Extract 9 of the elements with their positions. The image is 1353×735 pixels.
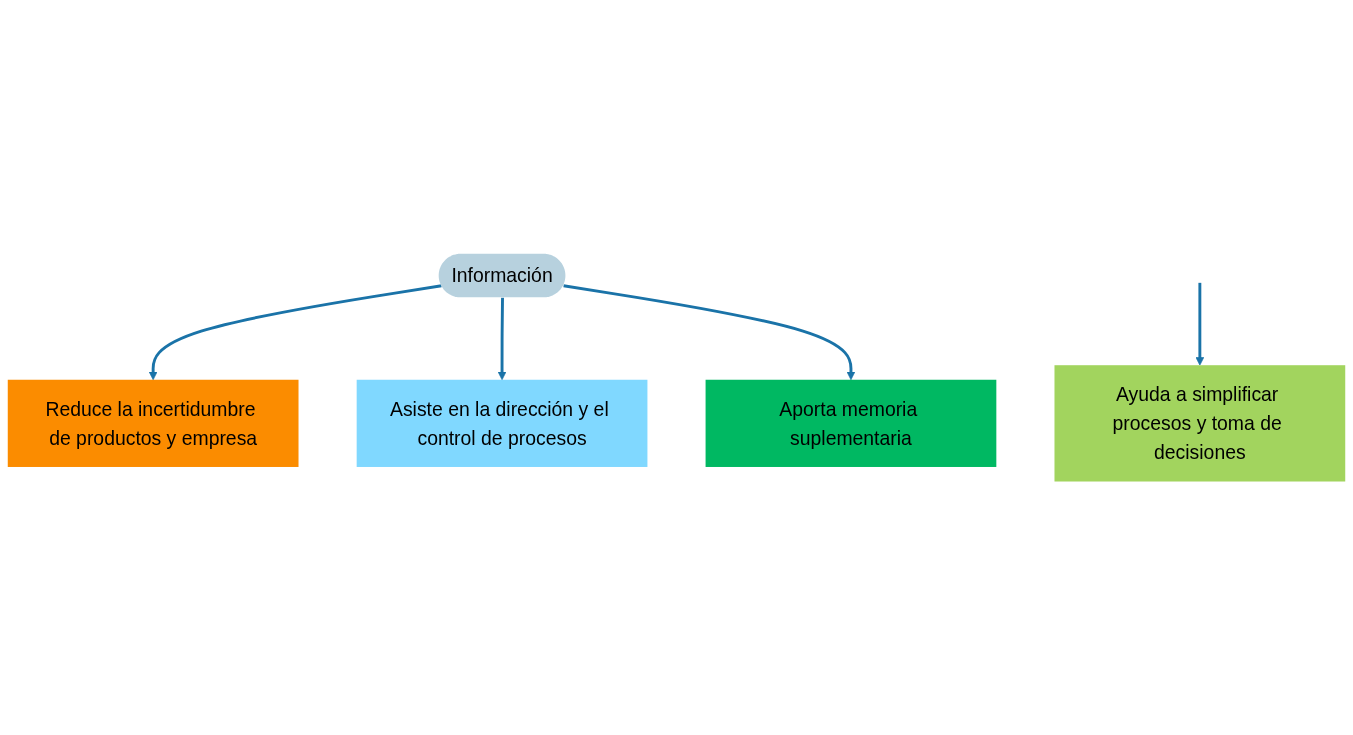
arrow (497, 297, 507, 380)
node-box: Ayuda a simplificar procesos y toma de decisiones (1054, 365, 1346, 482)
arrow (563, 284, 856, 380)
node-box: Asiste en la dirección y el control de procesos (356, 379, 648, 467)
arrow (148, 284, 442, 380)
node-box: Información (438, 253, 566, 298)
arrow (1195, 282, 1205, 366)
node-box: Reduce la incertidumbre de productos y empresa (7, 379, 299, 467)
node-box: Aporta memoria suplementaria (705, 379, 997, 467)
